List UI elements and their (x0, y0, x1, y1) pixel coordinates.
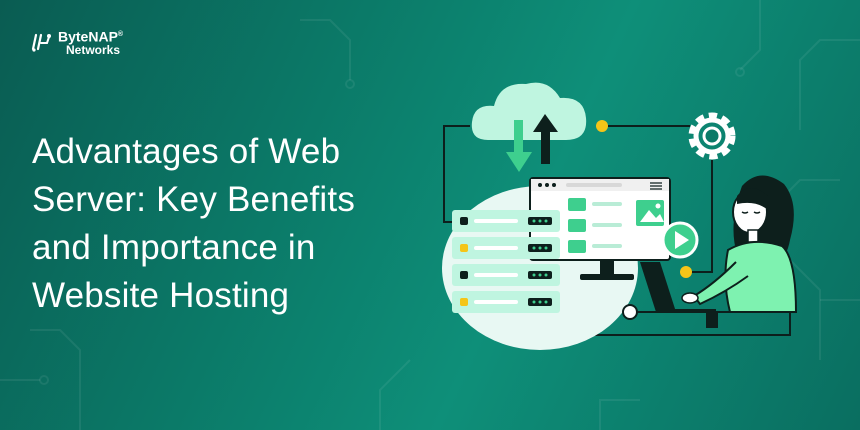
registered-mark: ® (117, 31, 124, 38)
upload-arrow-icon (533, 114, 558, 164)
download-arrow-icon (506, 120, 532, 172)
monitor (529, 177, 671, 280)
folder-icon (568, 198, 586, 253)
headline-line-1: Advantages of Web (32, 132, 341, 171)
brand-name-text: ByteNAP (58, 28, 118, 45)
cloud-icon (471, 82, 587, 140)
image-icon (636, 200, 664, 226)
page-title: Advantages of Web Server: Key Benefits a… (32, 128, 412, 320)
connector-dot-yellow (596, 120, 608, 132)
headline-line-3: and Importance in (32, 228, 316, 267)
play-icon (661, 221, 699, 259)
gear-icon (688, 112, 736, 160)
desk-node (622, 304, 638, 320)
brand-wordmark: ByteNAP® Networks (58, 28, 123, 57)
logo-icon (31, 34, 51, 52)
headline-line-4: Website Hosting (32, 276, 290, 315)
person-illustration (681, 175, 798, 313)
server-rack-icon (452, 210, 560, 313)
laptop (640, 262, 718, 328)
brand-logo[interactable]: ByteNAP® Networks (30, 28, 123, 57)
brand-subtitle: Networks (66, 42, 121, 57)
brand-name: ByteNAP® (58, 28, 123, 44)
connector-dot-yellow-2 (680, 266, 692, 278)
headline-line-2: Server: Key Benefits (32, 180, 356, 219)
